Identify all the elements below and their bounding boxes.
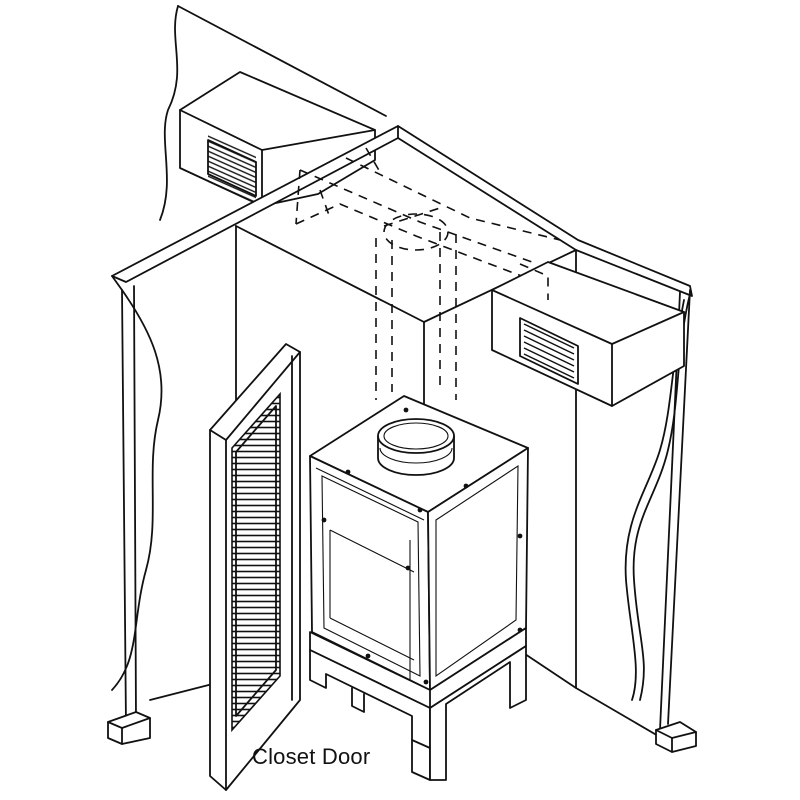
closet-door[interactable] (209, 343, 301, 791)
furnace-unit (309, 395, 529, 709)
back-wall (159, 5, 387, 221)
upper-right-duct-box (491, 261, 685, 407)
furnace-stand (309, 645, 527, 781)
closet-ceiling (111, 125, 693, 297)
concealed-ductwork (295, 147, 561, 400)
upper-left-duct-box (179, 71, 376, 207)
closet-door-label: Closet Door (252, 744, 371, 769)
door-louvers (231, 391, 281, 733)
base-blocks (107, 711, 697, 753)
left-duct-grille (208, 132, 256, 204)
